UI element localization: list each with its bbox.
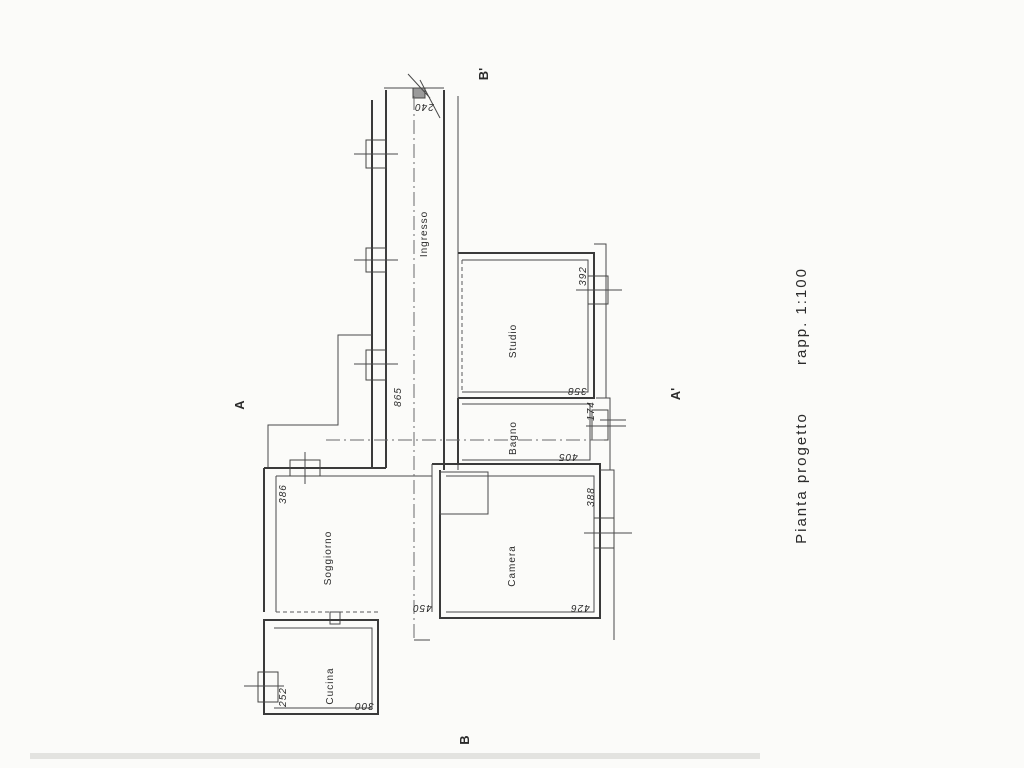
- room-label-ingresso: Ingresso: [419, 211, 430, 257]
- dimension-labels: 240 865 392 358 174 405 388 426 386 450 …: [278, 101, 597, 711]
- dim-studio-length: 358: [567, 385, 587, 396]
- dim-camera-width: 388: [586, 487, 597, 507]
- window-ingresso-1: [354, 139, 398, 169]
- dim-soggiorno-width: 386: [278, 484, 289, 504]
- room-labels: Ingresso Studio Bagno Camera Soggiorno C…: [323, 211, 519, 705]
- ingresso-walls: [371, 73, 459, 470]
- window-ingresso-2: [354, 247, 398, 273]
- balcony-outline: [267, 334, 372, 468]
- windows: [244, 139, 632, 703]
- section-a-label: A: [232, 400, 247, 410]
- window-ingresso-3: [354, 349, 398, 381]
- window-cucina: [244, 671, 284, 703]
- section-b-prime-label: B': [476, 68, 491, 80]
- window-studio: [576, 275, 622, 305]
- caption-block: Pianta progetto rapp. 1:100: [793, 267, 810, 544]
- section-b-label: B: [457, 735, 472, 744]
- section-a-prime-label: A': [668, 388, 683, 400]
- window-soggiorno: [289, 452, 321, 484]
- studio-walls: [458, 243, 607, 399]
- pillar: [329, 611, 341, 625]
- chimney-block: [412, 87, 426, 99]
- plan-title: Pianta progetto: [793, 412, 810, 544]
- room-label-studio: Studio: [508, 324, 519, 358]
- dim-bagno-length: 405: [558, 451, 578, 462]
- dim-soggiorno-length: 450: [412, 602, 432, 613]
- dim-bagno-width: 174: [586, 401, 597, 421]
- dim-ingresso-top: 240: [414, 101, 435, 112]
- plan-scale: rapp. 1:100: [793, 267, 810, 365]
- window-camera: [584, 517, 632, 549]
- section-labels: A A' B B': [232, 68, 683, 745]
- room-label-soggiorno: Soggiorno: [323, 531, 334, 586]
- closet: [439, 471, 489, 515]
- room-label-camera: Camera: [507, 545, 518, 587]
- dim-ingresso-length: 865: [393, 387, 404, 407]
- room-label-cucina: Cucina: [325, 667, 336, 704]
- dim-cucina-length: 300: [354, 700, 374, 711]
- dim-camera-length: 426: [570, 602, 590, 613]
- dim-cucina-width: 252: [278, 687, 289, 708]
- floor-plan: [244, 73, 632, 715]
- dim-studio-width: 392: [578, 266, 589, 286]
- room-label-bagno: Bagno: [508, 421, 519, 455]
- soggiorno-walls: [263, 464, 433, 625]
- cucina-walls: [263, 619, 379, 715]
